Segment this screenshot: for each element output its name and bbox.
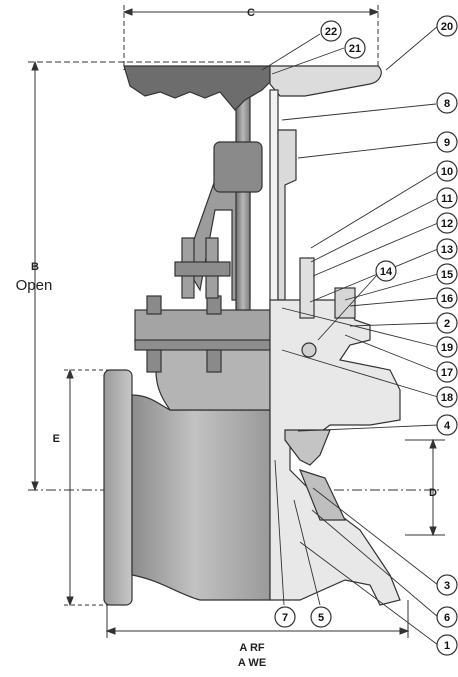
callout-circle [320,20,342,42]
dim-label-b-open: Open [16,277,53,294]
callout-circle [436,15,458,37]
callout-number: 4 [444,420,451,432]
bonnet-bolt [206,295,222,315]
leader-lines [261,25,439,646]
end-flange [103,369,133,606]
callout-circle [274,606,296,628]
callout-number: 12 [441,218,453,230]
bonnet-bolt [206,349,222,373]
callout-8: 8 [436,92,458,114]
dim-label-c: C [247,7,255,19]
dimension-labels: C B Open E D A RF A WE [16,7,437,669]
valve-section-half [269,65,401,606]
callout-number: 16 [441,293,453,305]
dim-label-e: E [53,433,60,445]
callout-number: 10 [441,166,453,178]
callout-4: 4 [436,414,458,436]
dim-label-d: D [429,487,437,499]
callout-15: 15 [436,263,458,285]
bonnet-bolt [146,295,162,315]
callout-20: 20 [436,15,458,37]
callout-circle [436,386,458,408]
bonnet-bolt [146,349,162,373]
callout-circle [436,212,458,234]
dim-label-a-we: A WE [238,657,266,669]
callout-number: 20 [441,21,453,33]
callout-16: 16 [436,287,458,309]
callout-number: 13 [441,244,453,256]
callout-number: 3 [444,580,450,592]
callout-number: 2 [444,318,450,330]
callout-5: 5 [310,606,332,628]
stem [235,89,251,311]
callout-circle [436,336,458,358]
callout-11: 11 [436,187,458,209]
callout-3: 3 [436,574,458,596]
gland-nut [301,342,317,358]
callout-6: 6 [436,606,458,628]
callout-circle [436,312,458,334]
callout-circle [436,361,458,383]
callout-12: 12 [436,212,458,234]
callout-number: 15 [441,269,453,281]
callout-9: 9 [436,131,458,153]
callout-22: 22 [320,20,342,42]
callout-circle [436,606,458,628]
callout-circle [436,131,458,153]
valve-body [131,394,271,601]
callout-circle [310,606,332,628]
callout-1: 1 [436,634,458,656]
callout-number: 19 [441,342,453,354]
callout-7: 7 [274,606,296,628]
callout-circle [436,574,458,596]
callout-circle [436,263,458,285]
callout-number: 5 [318,612,324,624]
gate-wedge [284,429,331,466]
dim-label-a-rf: A RF [239,642,265,654]
valve-exterior-half [103,65,271,606]
callout-circle [436,187,458,209]
callout-13: 13 [436,238,458,260]
callout-circle [375,260,397,282]
callout-number: 7 [282,612,288,624]
callout-number: 21 [349,43,361,55]
callout-2: 2 [436,312,458,334]
callout-number: 14 [380,266,393,278]
callout-number: 1 [444,640,450,652]
callout-19: 19 [436,336,458,358]
callout-circle [436,160,458,182]
bonnet-flange [134,309,271,343]
callout-number: 9 [444,137,450,149]
callout-14: 14 [375,260,397,282]
yoke-nut [213,141,263,193]
callout-circle [344,37,366,59]
callout-18: 18 [436,386,458,408]
callout-21: 21 [344,37,366,59]
callout-number: 8 [444,98,450,110]
callout-circle [436,634,458,656]
callout-number: 11 [441,193,453,205]
gland-bolt [299,257,315,319]
callout-circle [436,92,458,114]
callout-circle [436,287,458,309]
callout-17: 17 [436,361,458,383]
callout-number: 6 [444,612,450,624]
callout-number: 22 [325,26,337,38]
callout-number: 18 [441,392,453,404]
callout-circle [436,238,458,260]
callout-10: 10 [436,160,458,182]
callout-number: 17 [441,367,453,379]
handwheel [123,65,271,111]
callout-circle [436,414,458,436]
dim-label-b: B [31,261,39,273]
